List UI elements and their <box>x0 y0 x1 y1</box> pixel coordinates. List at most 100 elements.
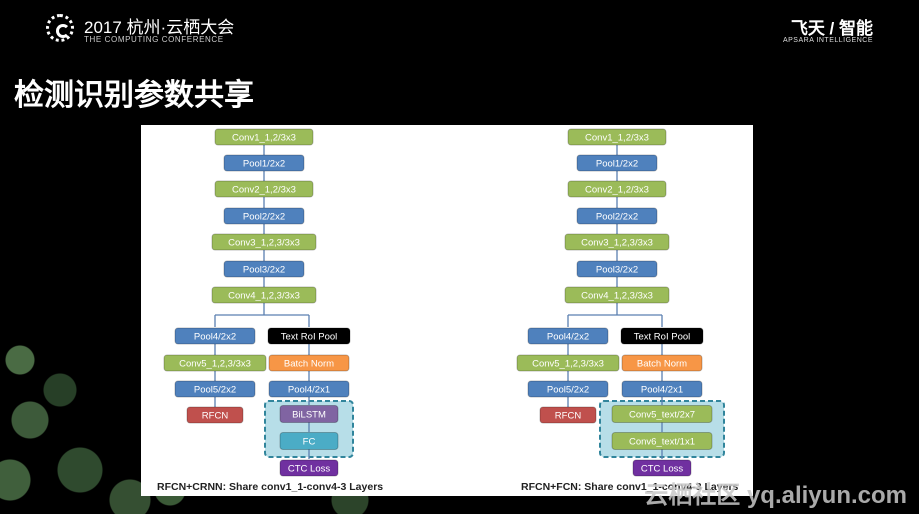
right-node-1-3-label: Pool4/2x1 <box>288 385 330 396</box>
trunk-node-1-7-label: Conv4_1,2,3/3x3 <box>228 291 300 302</box>
caption-right: RFCN+FCN: Share conv1_1-conv4-3 Layers <box>521 481 739 493</box>
trunk-node-1-6: Pool3/2x2 <box>223 260 305 278</box>
trunk-node-2-1: Conv1_1,2/3x3 <box>567 128 667 146</box>
trunk-node-1-4-label: Pool2/2x2 <box>243 212 285 223</box>
left-node-2-1-box <box>527 327 609 345</box>
conference-subtitle: THE COMPUTING CONFERENCE <box>84 35 224 44</box>
left-node-2-3: Pool5/2x2 <box>527 380 609 398</box>
trunk-node-2-1-box <box>567 128 667 146</box>
caption-left: RFCN+CRNN: Share conv1_1-conv4-3 Layers <box>157 481 384 493</box>
trunk-node-1-4-box <box>223 207 305 225</box>
left-node-1-2-box <box>163 354 267 372</box>
right-node-2-2-box <box>621 354 703 372</box>
trunk-node-2-6-box <box>576 260 658 278</box>
architecture-diagrams: Conv1_1,2/3x3Pool1/2x2Conv2_1,2/3x3Pool2… <box>163 128 725 477</box>
group-node-1-1-label: BiLSTM <box>292 410 326 421</box>
brand-logo: 飞天 / 智能 <box>790 19 873 38</box>
group-node-1-2-box <box>279 432 339 450</box>
left-node-2-1-label: Pool4/2x2 <box>547 332 589 343</box>
trunk-node-1-7-box <box>211 286 317 304</box>
trunk-node-2-3-label: Conv2_1,2/3x3 <box>585 185 649 196</box>
trunk-node-2-5: Conv3_1,2,3/3x3 <box>564 233 670 251</box>
left-node-2-2-box <box>516 354 620 372</box>
group-node-2-2-label: Conv6_text/1x1 <box>629 437 695 448</box>
left-node-2-3-box <box>527 380 609 398</box>
ctc-node-2-box <box>632 459 692 477</box>
right-node-2-2: Batch Norm <box>621 354 703 372</box>
left-node-2-4-box <box>539 406 597 424</box>
left-node-2-4-label: RFCN <box>555 411 582 422</box>
trunk-node-1-5: Conv3_1,2,3/3x3 <box>211 233 317 251</box>
trunk-node-2-7-label: Conv4_1,2,3/3x3 <box>581 291 653 302</box>
trunk-node-2-5-label: Conv3_1,2,3/3x3 <box>581 238 653 249</box>
trunk-node-1-3-label: Conv2_1,2/3x3 <box>232 185 296 196</box>
right-node-2-1-label: Text RoI Pool <box>634 332 691 343</box>
right-node-1-1: Text RoI Pool <box>267 327 351 345</box>
ctc-node-2-label: CTC Loss <box>641 464 683 475</box>
trunk-node-1-5-label: Conv3_1,2,3/3x3 <box>228 238 300 249</box>
trunk-node-2-6: Pool3/2x2 <box>576 260 658 278</box>
left-node-1-2: Conv5_1,2,3/3x3 <box>163 354 267 372</box>
conference-logo-icon <box>46 14 74 42</box>
trunk-node-2-7-box <box>564 286 670 304</box>
trunk-node-2-2-label: Pool1/2x2 <box>596 159 638 170</box>
right-node-1-3: Pool4/2x1 <box>268 380 350 398</box>
right-node-2-3: Pool4/2x1 <box>621 380 703 398</box>
ctc-node-1: CTC Loss <box>279 459 339 477</box>
left-node-1-2-label: Conv5_1,2,3/3x3 <box>179 359 251 370</box>
trunk-node-1-2: Pool1/2x2 <box>223 154 305 172</box>
group-node-1-1-box <box>279 405 339 423</box>
trunk-node-1-1-box <box>214 128 314 146</box>
trunk-node-1-2-label: Pool1/2x2 <box>243 159 285 170</box>
trunk-node-2-4-box <box>576 207 658 225</box>
trunk-node-1-6-label: Pool3/2x2 <box>243 265 285 276</box>
left-node-1-4-box <box>186 406 244 424</box>
group-node-2-1-box <box>611 405 713 423</box>
conference-title: 2017 杭州·云栖大会 <box>84 18 235 37</box>
left-node-1-3: Pool5/2x2 <box>174 380 256 398</box>
trunk-node-1-3-box <box>214 180 314 198</box>
group-node-2-2-box <box>611 432 713 450</box>
left-node-1-1-label: Pool4/2x2 <box>194 332 236 343</box>
group-node-2-2: Conv6_text/1x1 <box>611 432 713 450</box>
trunk-node-2-5-box <box>564 233 670 251</box>
right-node-1-3-box <box>268 380 350 398</box>
left-node-1-1-box <box>174 327 256 345</box>
right-node-2-3-label: Pool4/2x1 <box>641 385 683 396</box>
right-node-1-1-box <box>267 327 351 345</box>
trunk-node-1-2-box <box>223 154 305 172</box>
trunk-node-1-6-box <box>223 260 305 278</box>
trunk-node-2-4-label: Pool2/2x2 <box>596 212 638 223</box>
right-node-1-2-box <box>268 354 350 372</box>
ctc-node-2: CTC Loss <box>632 459 692 477</box>
trunk-node-1-4: Pool2/2x2 <box>223 207 305 225</box>
trunk-node-1-7: Conv4_1,2,3/3x3 <box>211 286 317 304</box>
group-node-2-1-label: Conv5_text/2x7 <box>629 410 695 421</box>
left-node-1-4: RFCN <box>186 406 244 424</box>
trunk-node-2-1-label: Conv1_1,2/3x3 <box>585 133 649 144</box>
left-node-1-4-label: RFCN <box>202 411 229 422</box>
left-node-1-3-label: Pool5/2x2 <box>194 385 236 396</box>
slide-title: 检测识别参数共享 <box>14 78 254 113</box>
left-node-2-1: Pool4/2x2 <box>527 327 609 345</box>
group-node-1-2: FC <box>279 432 339 450</box>
trunk-node-2-3-box <box>567 180 667 198</box>
ctc-node-1-label: CTC Loss <box>288 464 330 475</box>
trunk-node-2-2: Pool1/2x2 <box>576 154 658 172</box>
trunk-node-2-4: Pool2/2x2 <box>576 207 658 225</box>
brand-subtitle: APSARA INTELLIGENCE <box>782 37 873 44</box>
left-node-1-1: Pool4/2x2 <box>174 327 256 345</box>
left-node-2-2: Conv5_1,2,3/3x3 <box>516 354 620 372</box>
header-bar: 2017 杭州·云栖大会 THE COMPUTING CONFERENCE 飞天… <box>0 0 919 60</box>
right-node-2-3-box <box>621 380 703 398</box>
group-node-2-1: Conv5_text/2x7 <box>611 405 713 423</box>
ctc-node-1-box <box>279 459 339 477</box>
watermark: 云栖社区 yq.aliyun.com <box>644 482 907 509</box>
group-node-1-1: BiLSTM <box>279 405 339 423</box>
right-node-2-2-label: Batch Norm <box>637 359 687 370</box>
trunk-node-1-1-label: Conv1_1,2/3x3 <box>232 133 296 144</box>
right-node-1-1-label: Text RoI Pool <box>281 332 338 343</box>
right-node-2-1-box <box>620 327 704 345</box>
left-node-2-2-label: Conv5_1,2,3/3x3 <box>532 359 604 370</box>
